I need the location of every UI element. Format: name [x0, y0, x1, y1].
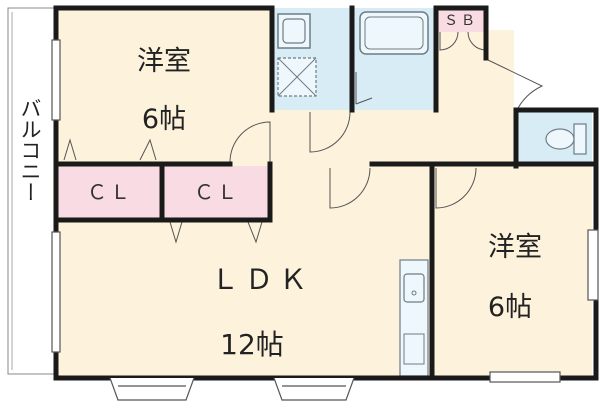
- bathtub-inner: [364, 16, 424, 50]
- windows: [51, 39, 599, 401]
- toilet-bowl: [545, 128, 575, 150]
- toilet-tank: [573, 123, 587, 155]
- corridor-floor: [272, 110, 516, 166]
- door-ldk: [329, 167, 371, 209]
- ldk-name: ＬＤＫ: [211, 263, 313, 296]
- washbasin-bowl: [282, 18, 306, 44]
- kitchen-stove: [403, 333, 425, 365]
- closet-right-label: ＣＬ: [194, 180, 240, 204]
- closet-right: [164, 166, 270, 218]
- door-washroom: [309, 111, 351, 153]
- kitchen-counter: [399, 259, 429, 377]
- kitchen-sink: [403, 273, 425, 303]
- room-western-right-size: 6帖: [488, 292, 532, 323]
- closet-right-doors: [169, 221, 263, 244]
- room-western-top-floor: [56, 8, 272, 164]
- shoe-box-label: ＳＢ: [444, 13, 478, 29]
- room-western-top-size: 6帖: [142, 104, 186, 135]
- bathroom-door-swing: [355, 72, 373, 105]
- closet-left-doors: [63, 138, 157, 161]
- room-western-right-floor: [432, 164, 592, 378]
- closet-left-label: ＣＬ: [87, 180, 133, 204]
- shoe-box: [436, 8, 486, 32]
- bathtub: [359, 11, 429, 55]
- door-western-right: [435, 167, 477, 209]
- kitchen-sink-drain: [411, 290, 417, 296]
- washing-machine-cross-b: [277, 57, 317, 97]
- ldk-size: 12帖: [220, 328, 284, 361]
- balcony: [7, 7, 57, 375]
- closet-left: [58, 166, 162, 218]
- room-western-right-name: 洋室: [488, 232, 542, 263]
- door-western-top: [229, 121, 271, 163]
- entry-floor: [436, 30, 514, 112]
- balcony-label: バルコニー: [18, 98, 42, 203]
- room-western-top-name: 洋室: [137, 46, 191, 77]
